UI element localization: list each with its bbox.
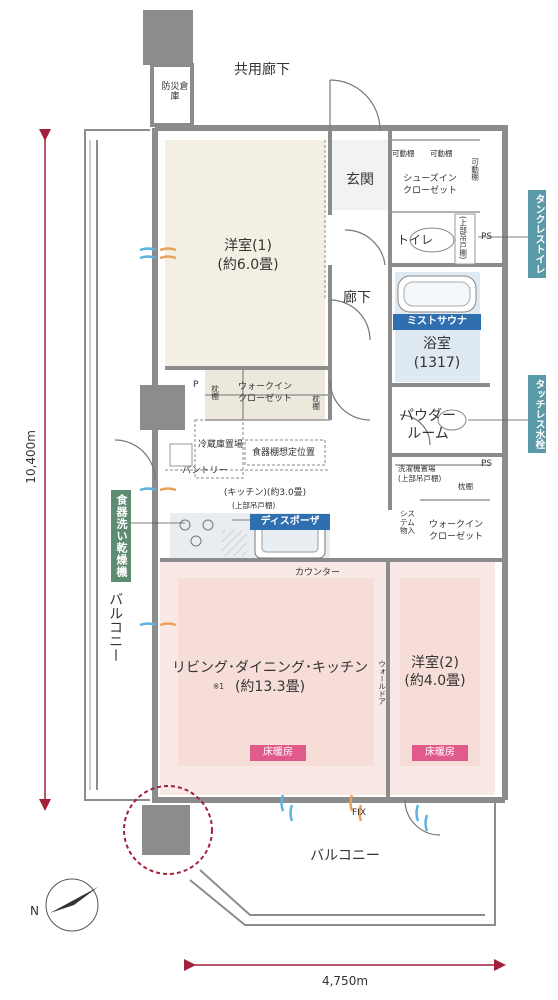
touchless-faucet-tag: タッチレス水栓	[528, 375, 546, 453]
washer-upper-label: (上部吊戸棚)	[398, 474, 442, 483]
column-highlight	[123, 785, 213, 875]
column-bottom-left	[142, 805, 190, 855]
bathtub-inner	[403, 281, 471, 307]
movable-shelf-2: 可動棚	[430, 149, 453, 158]
compass-north-label: N	[30, 904, 39, 918]
floor-western1	[165, 140, 325, 368]
bathroom-size: (1317)	[413, 355, 461, 371]
kitchen-size-label: (キッチン)(約3.0畳)	[223, 488, 307, 498]
western1-size: (約6.0畳)	[217, 257, 279, 273]
leader-lines	[125, 236, 528, 524]
cooktop	[179, 519, 214, 547]
western1-label: 洋室(1)	[224, 238, 272, 254]
hallway-label: 廊下	[343, 290, 371, 306]
dish-dryer-tag: 食器洗い乾燥機	[111, 490, 131, 582]
common-corridor-label: 共用廊下	[234, 62, 290, 78]
floor-closets	[205, 368, 325, 420]
toilet-bowl	[409, 227, 455, 253]
fridge-space-label: 冷蔵庫置場	[198, 440, 244, 450]
disaster-storage-label: 防災倉庫	[161, 82, 189, 103]
entrance-label: 玄関	[346, 172, 374, 188]
shoe-closet-line2: クローゼット	[402, 186, 458, 196]
movable-shelf-3: 可動棚	[470, 158, 480, 181]
counter-label: カウンター	[295, 568, 341, 578]
disposer-tag: ディスポーザ	[250, 514, 330, 530]
compass-icon	[45, 878, 99, 932]
heating-western2	[400, 578, 480, 766]
balcony-left-rails	[84, 129, 150, 801]
shoe-closet-line1: シューズイン	[403, 174, 457, 184]
pantry-box	[169, 443, 193, 467]
pillow-shelf-1: 枕棚	[210, 385, 220, 400]
interior-walls	[160, 130, 505, 800]
height-dimension-label: 10,400m	[24, 430, 38, 484]
toilet-upper-box	[454, 213, 476, 265]
balcony-bottom-label: バルコニー	[310, 848, 380, 864]
mist-sauna-tag: ミストサウナ	[393, 314, 481, 330]
bathroom-label: 浴室	[423, 336, 451, 352]
balcony-left-label: バルコニー	[107, 592, 124, 662]
tankless-toilet-tag: タンクレストイレ	[528, 190, 546, 278]
ldk-size: (約13.3畳)	[234, 679, 306, 695]
dashed-zones	[165, 140, 330, 479]
pillow-shelf-3: 枕棚	[458, 482, 473, 491]
walkin1-line2: クローゼット	[237, 394, 293, 404]
walkin2-line2: クローゼット	[428, 532, 484, 542]
floor-heating-ldk: 床暖房	[250, 745, 306, 761]
walkin1-line1: ウォークイン	[237, 382, 293, 392]
toilet-label: トイレ	[397, 233, 434, 247]
column-mid-left	[140, 385, 185, 430]
system-storage-label: システム物入	[400, 509, 415, 536]
toilet-upper-shelf: (上部吊戸棚)	[458, 216, 468, 260]
p-label: P	[193, 380, 199, 390]
western2-label: 洋室(2)	[411, 655, 459, 671]
balcony-bottom-rails	[189, 800, 496, 926]
floor-entrance	[330, 140, 390, 210]
pillow-shelf-2: 枕棚	[311, 395, 321, 410]
kitchen-upper-label: (上部吊戸棚)	[232, 501, 276, 510]
column-top-left	[143, 10, 193, 65]
floor-heating-western2: 床暖房	[412, 745, 468, 761]
hatched-area	[222, 530, 247, 556]
washbasin	[437, 409, 467, 431]
airflow-marks	[139, 247, 429, 832]
western2-size: (約4.0畳)	[404, 673, 466, 689]
fix-label: FIX	[352, 808, 366, 818]
powder-line2: ルーム	[407, 426, 449, 442]
dish-shelf-label: 食器棚想定位置	[252, 448, 316, 458]
walkin2-line1: ウォークイン	[428, 520, 484, 530]
ps-label-mid: PS	[481, 459, 493, 469]
width-dimension-label: 4,750m	[321, 974, 369, 988]
ldk-label: リビング･ダイニング･キッチン	[172, 660, 368, 676]
powder-line1: パウダー	[400, 408, 456, 424]
heating-ldk	[178, 578, 374, 766]
movable-shelf-1: 可動棚	[392, 149, 415, 158]
wall-door-label: ウォールドア	[377, 660, 387, 705]
pantry-label: パントリー	[182, 466, 228, 476]
washer-space-label: 洗濯機置場	[398, 464, 436, 473]
doors	[114, 79, 441, 836]
ldk-note: ※1	[213, 682, 225, 691]
ps-label-top: PS	[481, 232, 493, 242]
